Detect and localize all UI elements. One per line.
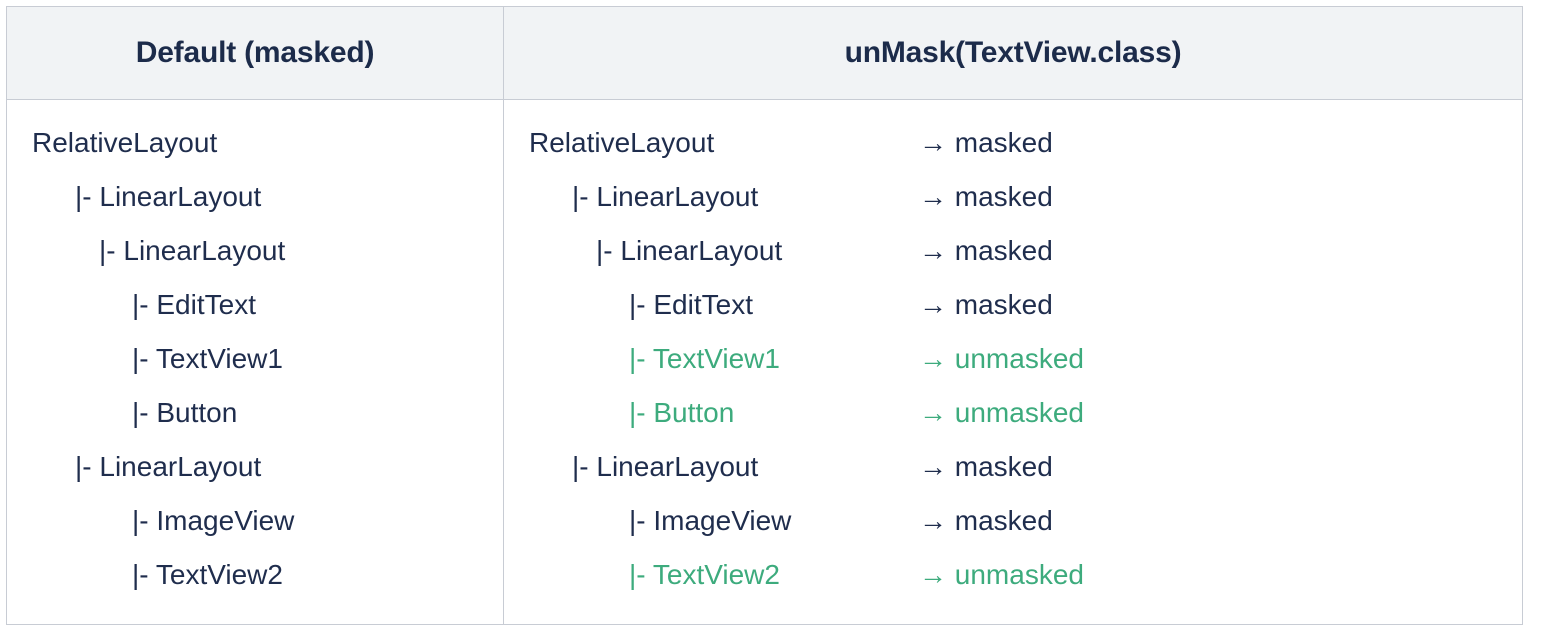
mask-status-badge: → masked — [919, 235, 1053, 266]
tree-row: RelativeLayout — [7, 116, 503, 170]
tree-node-label: |- EditText — [629, 289, 753, 320]
tree-row: |- ImageView — [7, 494, 503, 548]
mask-status-badge: → masked — [919, 127, 1053, 158]
cell-unmask-textview-tree: RelativeLayout → masked |- LinearLayout … — [503, 99, 1523, 625]
tree-row: |- LinearLayout → masked — [504, 170, 1522, 224]
tree-node-label: |- TextView2 — [629, 559, 780, 590]
mask-status-badge: → masked — [919, 181, 1053, 212]
tree-node-label: |- ImageView — [132, 505, 295, 536]
mask-status-badge: → masked — [919, 451, 1053, 482]
tree-node-label: RelativeLayout — [32, 127, 218, 158]
tree-row: |- LinearLayout — [7, 224, 503, 278]
tree-row: |- TextView1 — [7, 332, 503, 386]
view-tree-unmasked: RelativeLayout → masked |- LinearLayout … — [504, 116, 1522, 602]
view-tree-default: RelativeLayout |- LinearLayout |- Linear… — [7, 116, 503, 602]
tree-node-label: |- TextView2 — [132, 559, 283, 590]
mask-status-badge: → masked — [919, 289, 1053, 320]
tree-node-label: RelativeLayout — [529, 127, 715, 158]
tree-row: |- ImageView → masked — [504, 494, 1522, 548]
table-header: Default (masked) unMask(TextView.class) — [6, 6, 1523, 100]
tree-node-label: |- TextView1 — [629, 343, 780, 374]
header-row: Default (masked) unMask(TextView.class) — [6, 6, 1523, 100]
tree-node-label: |- LinearLayout — [75, 451, 262, 482]
tree-row: |- TextView1 → unmasked — [504, 332, 1522, 386]
tree-node-label: |- LinearLayout — [99, 235, 286, 266]
tree-node-label: |- LinearLayout — [572, 451, 759, 482]
tree-node-label: |- EditText — [132, 289, 256, 320]
tree-node-label: |- Button — [629, 397, 735, 428]
tree-node-label: |- LinearLayout — [572, 181, 759, 212]
table-row: RelativeLayout |- LinearLayout |- Linear… — [6, 99, 1523, 625]
tree-row: RelativeLayout → masked — [504, 116, 1522, 170]
tree-row: |- Button — [7, 386, 503, 440]
mask-status-badge: → unmasked — [919, 397, 1084, 428]
tree-node-label: |- Button — [132, 397, 238, 428]
tree-row: |- LinearLayout → masked — [504, 224, 1522, 278]
table-body: RelativeLayout |- LinearLayout |- Linear… — [6, 99, 1523, 625]
tree-node-label: |- ImageView — [629, 505, 792, 536]
tree-row: |- LinearLayout → masked — [504, 440, 1522, 494]
tree-row: |- Button → unmasked — [504, 386, 1522, 440]
tree-node-label: |- TextView1 — [132, 343, 283, 374]
masking-comparison-table: Default (masked) unMask(TextView.class) … — [6, 6, 1523, 625]
cell-default-masked-tree: RelativeLayout |- LinearLayout |- Linear… — [6, 99, 504, 625]
tree-row: |- EditText → masked — [504, 278, 1522, 332]
tree-node-label: |- LinearLayout — [596, 235, 783, 266]
column-header-default-masked: Default (masked) — [6, 6, 504, 100]
tree-row: |- LinearLayout — [7, 170, 503, 224]
tree-row: |- EditText — [7, 278, 503, 332]
tree-row: |- TextView2 — [7, 548, 503, 602]
tree-row: |- TextView2 → unmasked — [504, 548, 1522, 602]
mask-status-badge: → masked — [919, 505, 1053, 536]
tree-node-label: |- LinearLayout — [75, 181, 262, 212]
mask-status-badge: → unmasked — [919, 343, 1084, 374]
mask-status-badge: → unmasked — [919, 559, 1084, 590]
tree-row: |- LinearLayout — [7, 440, 503, 494]
column-header-unmask-textview: unMask(TextView.class) — [503, 6, 1523, 100]
